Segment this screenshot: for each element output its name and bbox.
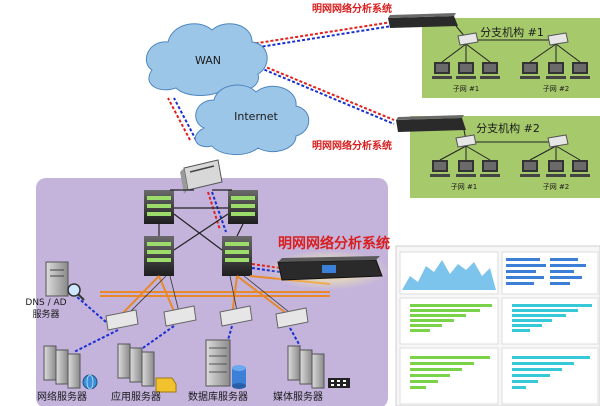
workstation-icons-branch1 xyxy=(432,62,590,79)
workstation-icons-branch2 xyxy=(430,160,590,177)
app-server-rack-icon xyxy=(117,343,155,387)
switch-icon xyxy=(457,32,479,46)
dns-servers-label: 服务器 xyxy=(32,308,59,320)
dns-ad-label: DNS / AD xyxy=(25,298,66,308)
switch-icon xyxy=(105,309,139,331)
analyzer-appliance-icon xyxy=(388,13,458,28)
workstation-icon xyxy=(570,62,590,79)
workstation-icon xyxy=(432,62,452,79)
globe-icon xyxy=(82,374,98,390)
analyzer-label-top: 明网网络分析系统 xyxy=(312,2,392,15)
subnet2-label-branch2: 子网 #2 xyxy=(543,183,570,191)
analyzer-label-main: 明网网络分析系统 xyxy=(278,235,390,252)
branch1-label: 分支机构 #1 xyxy=(480,25,544,39)
switch-icon xyxy=(547,32,569,46)
analyzer-appliance-icon xyxy=(277,256,383,281)
internet-cloud-icon xyxy=(194,84,310,155)
branch1-network xyxy=(441,25,581,63)
magnifier-icon xyxy=(67,283,85,301)
switch-icon xyxy=(219,305,253,327)
database-server-rack-icon xyxy=(205,339,231,387)
core-router-icon xyxy=(180,159,223,194)
switch-icon xyxy=(163,305,197,327)
subnet1-label-branch2: 子网 #1 xyxy=(451,183,478,191)
database-icon xyxy=(232,365,246,389)
analyzer-label-mid: 明网网络分析系统 xyxy=(312,139,392,152)
workstation-icon xyxy=(570,160,590,177)
switch-icon xyxy=(275,307,309,329)
workstation-icon xyxy=(480,160,500,177)
media-servers-label: 媒体服务器 xyxy=(273,390,323,403)
core-mesh xyxy=(158,189,244,251)
access-links xyxy=(61,283,301,353)
internet-label: Internet xyxy=(234,110,278,123)
workstation-icon xyxy=(480,62,500,79)
core-switch-icons xyxy=(144,190,258,276)
film-icon xyxy=(328,378,350,388)
switch-icon xyxy=(455,134,477,148)
workstation-icon xyxy=(456,62,476,79)
switch-icon xyxy=(547,134,569,148)
distribution-links xyxy=(100,275,331,317)
media-server-rack-icon xyxy=(287,345,325,389)
branch2-network xyxy=(439,129,581,161)
folder-icon xyxy=(155,377,177,393)
subnet2-label-branch1: 子网 #2 xyxy=(543,85,570,93)
dns-server-icon xyxy=(45,261,69,297)
web-servers-label: 网络服务器 xyxy=(37,390,87,403)
workstation-icon xyxy=(546,160,566,177)
workstation-icon xyxy=(520,160,540,177)
switch-icon xyxy=(144,236,174,276)
access-switch-icons xyxy=(105,305,309,331)
app-servers-label: 应用服务器 xyxy=(111,390,161,403)
switch-icon xyxy=(228,190,258,224)
workstation-icon xyxy=(430,160,450,177)
dashboard-screenshot xyxy=(395,245,600,406)
wan-label: WAN xyxy=(195,54,221,67)
switch-icon xyxy=(222,236,252,276)
workstation-icon xyxy=(546,62,566,79)
subnet1-label-branch1: 子网 #1 xyxy=(453,85,480,93)
analyzer-appliance-icon xyxy=(396,115,466,132)
branch1-area xyxy=(422,18,600,98)
branch2-label: 分支机构 #2 xyxy=(476,121,540,135)
web-server-rack-icon xyxy=(43,345,81,389)
wan-cloud-icon xyxy=(146,23,268,96)
workstation-icon xyxy=(456,160,476,177)
workstation-icon xyxy=(520,62,540,79)
db-servers-label: 数据库服务器 xyxy=(188,390,248,403)
switch-icon xyxy=(144,190,174,224)
